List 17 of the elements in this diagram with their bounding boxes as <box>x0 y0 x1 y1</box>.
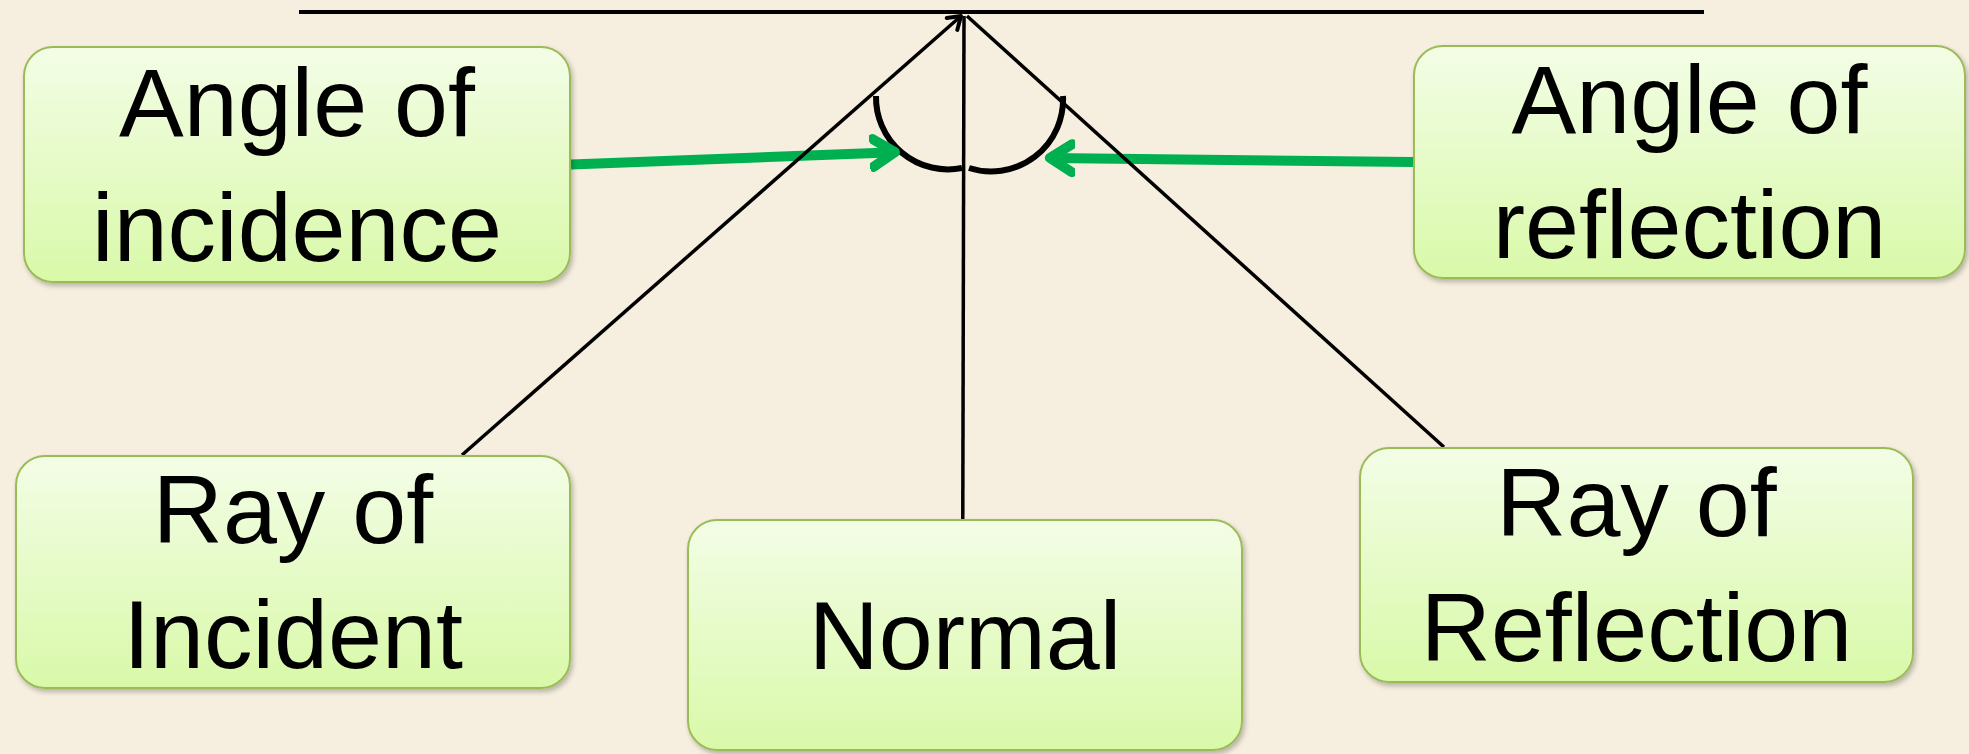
ray-line <box>965 14 1446 449</box>
box-label: Ray of Incident <box>122 454 464 691</box>
angle-arc <box>873 95 963 173</box>
ray-arrow <box>460 14 963 457</box>
label-box <box>15 455 571 689</box>
pointer-arrow <box>570 134 900 172</box>
box-label: Angle of reflection <box>1491 44 1888 281</box>
box-label: Ray of Reflection <box>1419 447 1854 684</box>
box-label: Normal <box>807 579 1123 692</box>
label-box <box>687 519 1243 751</box>
label-box <box>1359 447 1914 683</box>
label-box <box>23 46 571 283</box>
ray-line <box>961 16 966 519</box>
box-label: Angle of incidence <box>91 46 503 284</box>
label-box <box>1413 45 1966 279</box>
angle-arc <box>968 95 1066 175</box>
pointer-arrow <box>1044 139 1414 178</box>
